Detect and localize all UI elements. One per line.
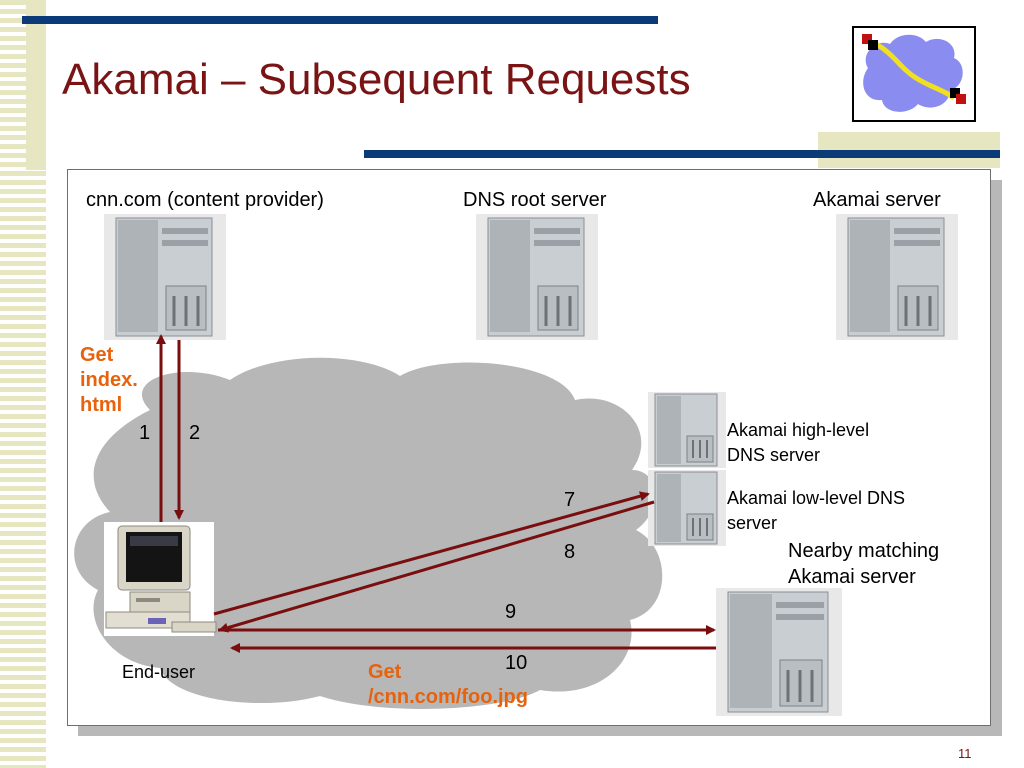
get-index-label: Get index. html [80, 344, 138, 416]
server-tower-icon [476, 214, 598, 340]
slide-title: Akamai – Subsequent Requests [62, 55, 691, 104]
arrow-step-7 [213, 491, 650, 616]
network-cloud-logo-icon [852, 26, 976, 122]
step-8-label: 8 [564, 541, 576, 563]
left-stripe-band [26, 0, 46, 170]
server-tower-icon [836, 214, 958, 340]
high-level-dns-label: Akamai high-level DNS server [727, 420, 870, 466]
step-1-label: 1 [139, 422, 151, 444]
low-level-dns-label: Akamai low-level DNS server [727, 488, 906, 534]
get-foo-label: Get /cnn.com/foo.jpg [368, 661, 528, 708]
step-arrows [156, 334, 716, 653]
server-tower-icon [648, 470, 726, 546]
arrow-step-8 [218, 500, 655, 633]
server-tower-icon [104, 214, 226, 340]
desktop-computer-icon [104, 522, 217, 636]
network-cloud [74, 357, 663, 709]
mid-accent-bar [364, 150, 1000, 158]
end-user-label: End-user [122, 662, 196, 682]
nearby-server-label: Nearby matching Akamai server [788, 540, 940, 588]
step-7-label: 7 [564, 489, 576, 511]
step-2-label: 2 [189, 422, 201, 444]
server-tower-icon [716, 588, 842, 716]
top-accent-bar [22, 16, 658, 24]
step-10-label: 10 [505, 652, 528, 674]
cnn-label: cnn.com (content provider) [86, 189, 324, 211]
server-tower-icon [648, 392, 726, 468]
page-number: 11 [958, 746, 972, 761]
step-9-label: 9 [505, 601, 517, 623]
akamai-server-label: Akamai server [813, 189, 941, 211]
dns-root-label: DNS root server [463, 189, 607, 211]
